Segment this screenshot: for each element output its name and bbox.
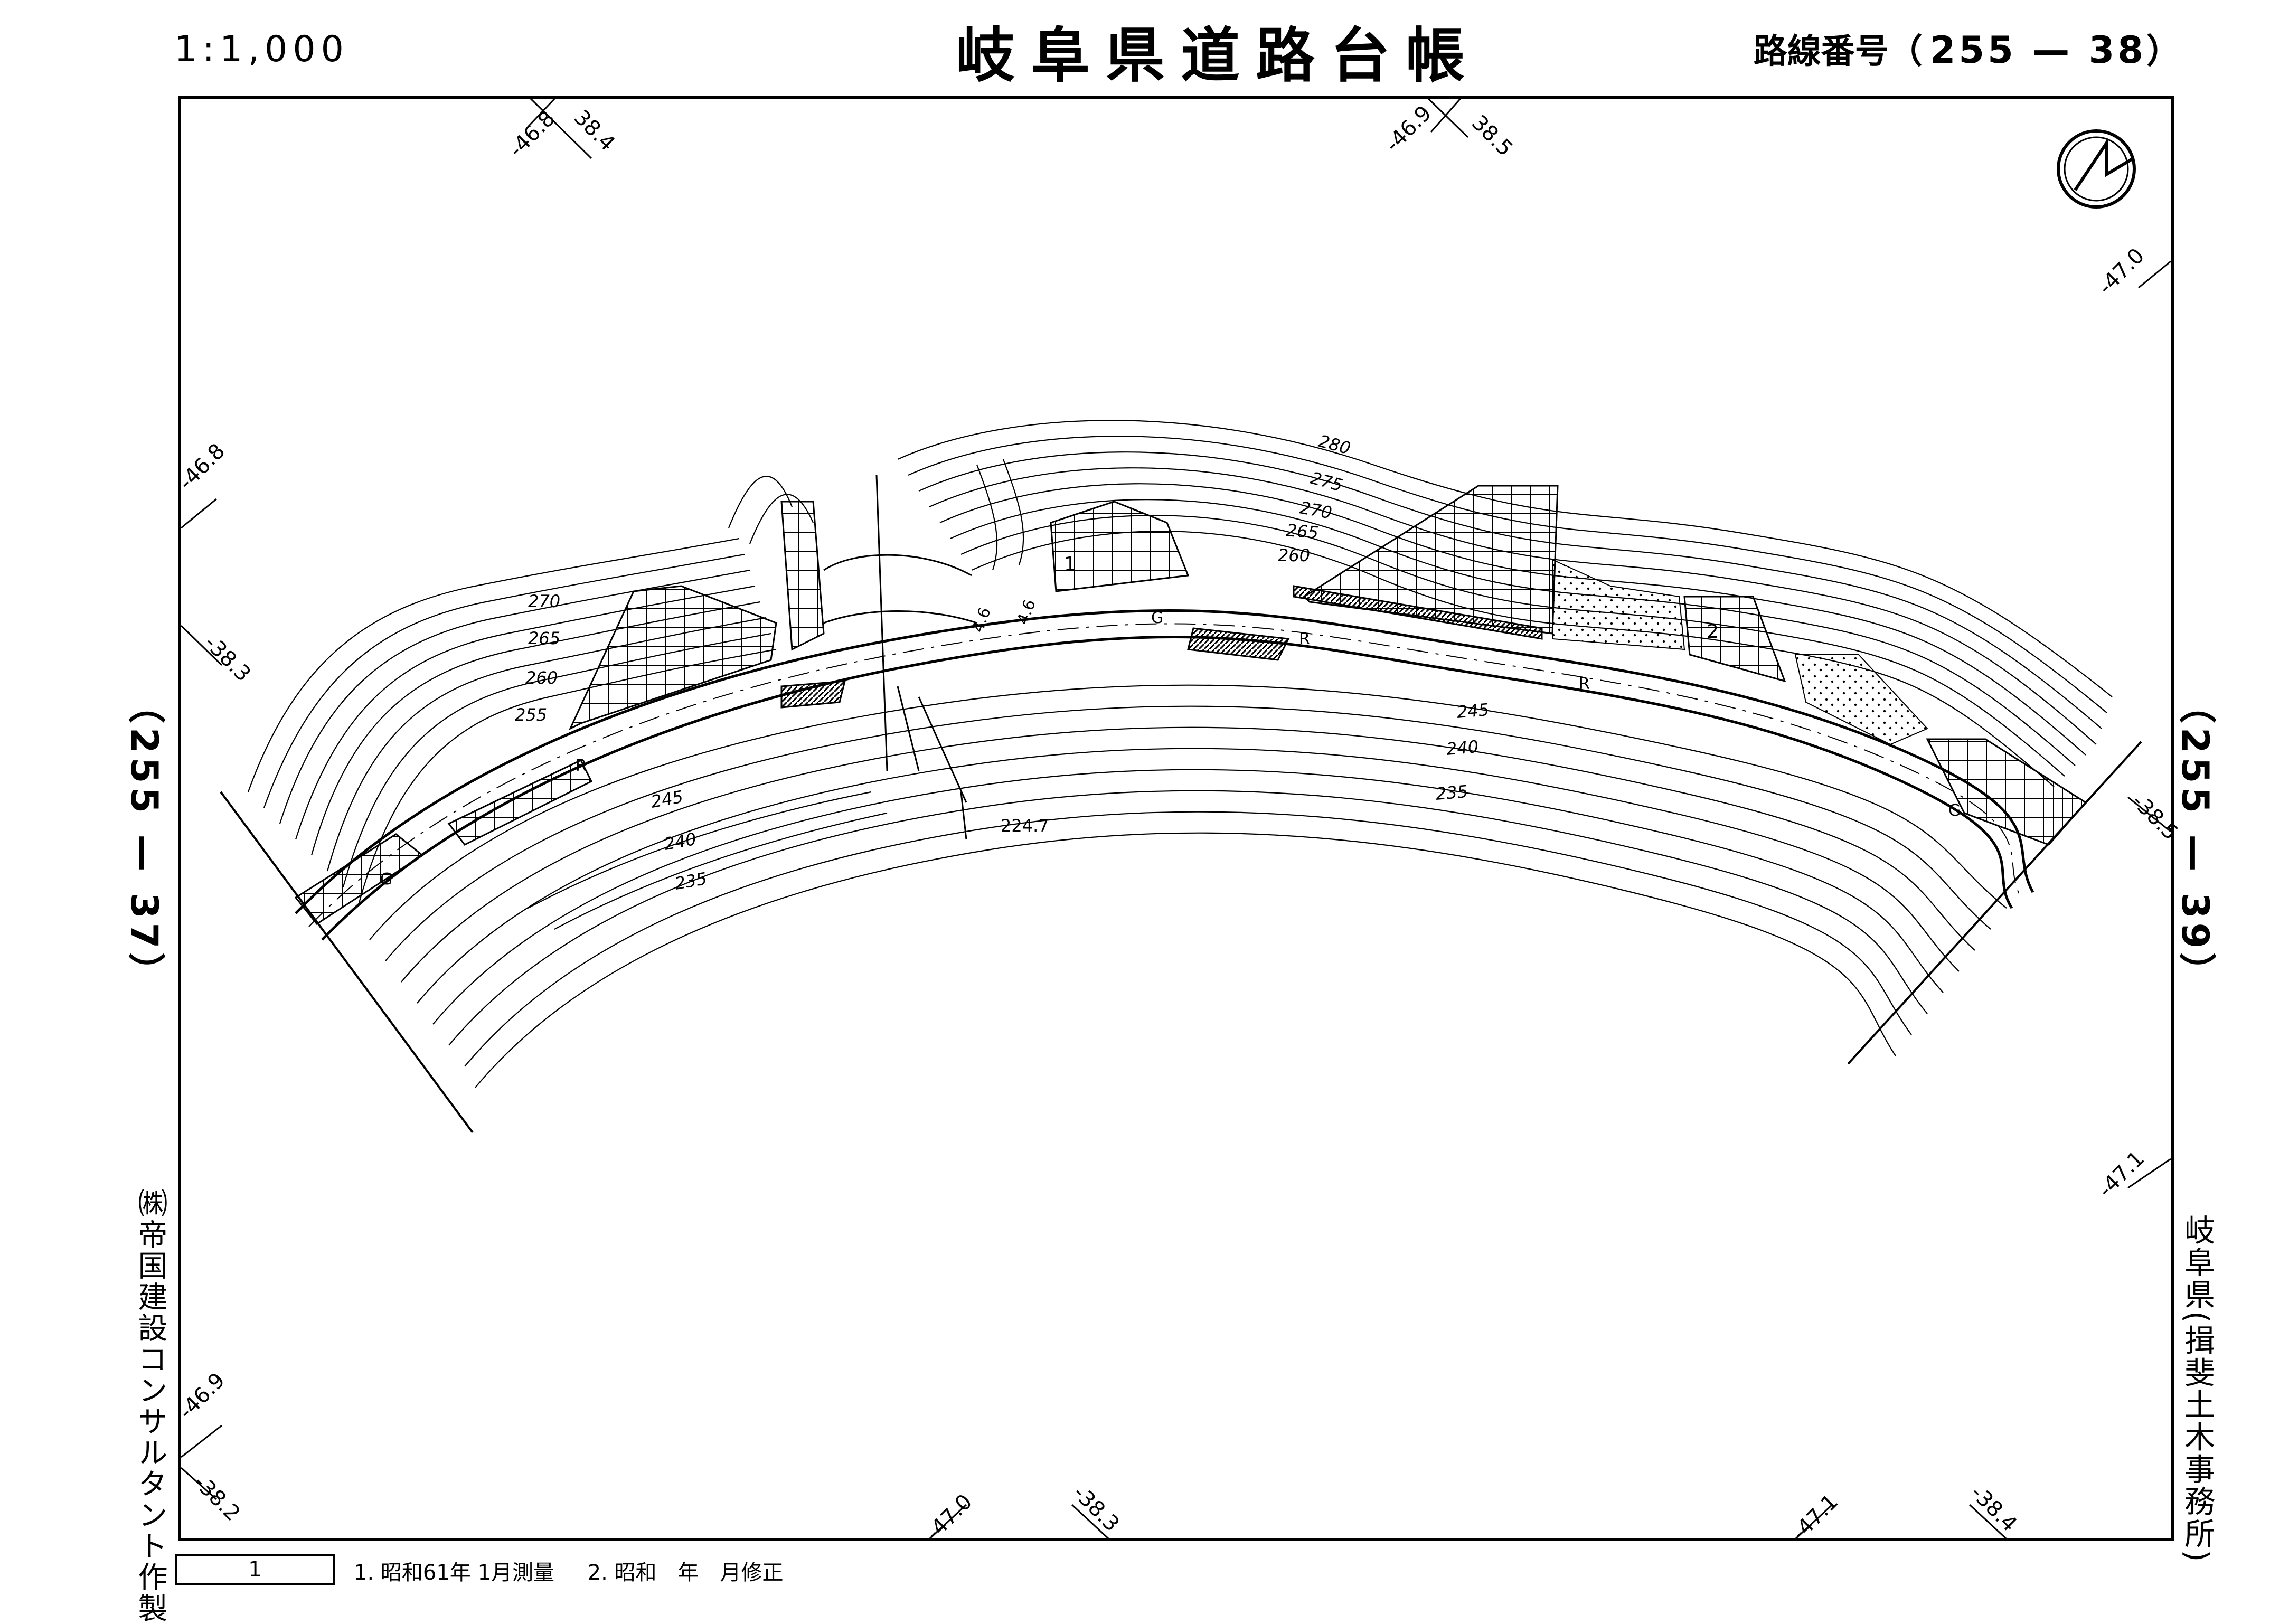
grid-label: -47.0 bbox=[921, 1489, 977, 1545]
office-name: 岐阜県(揖斐土木事務所) bbox=[2179, 1214, 2215, 1564]
page-title: 岐阜県道路台帳 bbox=[956, 22, 1481, 90]
contour-label: 245 bbox=[1456, 700, 1490, 722]
survey-date: 1. 昭和61年 1月測量 bbox=[354, 1561, 554, 1585]
road-right-mark: R bbox=[1579, 675, 1590, 693]
contour-label: 245 bbox=[649, 787, 685, 812]
contour-label: 255 bbox=[515, 705, 547, 725]
grid-lines bbox=[180, 95, 2171, 1540]
contour-label: 260 bbox=[525, 668, 558, 688]
sheet-boundary bbox=[220, 741, 2142, 1134]
road-center-mark: G bbox=[1151, 609, 1163, 627]
bridge bbox=[823, 475, 977, 840]
contour-label: 270 bbox=[1298, 497, 1334, 523]
adjacent-sheet-left: （255 — 37） bbox=[123, 686, 166, 994]
grid-label: 38.5 bbox=[1467, 111, 1518, 162]
grid-label: -38.2 bbox=[189, 1470, 245, 1526]
road-width-mark: 4.6 bbox=[969, 605, 995, 635]
grid-label: 38.4 bbox=[569, 106, 620, 156]
contour-labels: 280 275 270 265 260 270 265 260 255 245 … bbox=[515, 431, 1490, 894]
contour-label: 270 bbox=[528, 591, 560, 611]
maker-credit: ㈱帝国建設コンサルタント作製 bbox=[133, 1188, 167, 1624]
map-frame bbox=[178, 96, 2174, 1541]
contour-label: 240 bbox=[1445, 737, 1479, 759]
grid-label: -47.0 bbox=[2094, 243, 2150, 299]
structures bbox=[294, 485, 2087, 925]
route-number-label: 路線番号（255 — 38） bbox=[1754, 32, 2180, 69]
spot-height: 224.7 bbox=[1001, 816, 1049, 836]
revision-date: 2. 昭和 年 月修正 bbox=[587, 1561, 784, 1585]
grid-label: -46.9 bbox=[174, 1368, 230, 1424]
contour-label: 235 bbox=[673, 868, 709, 894]
map-scale: 1:1,000 bbox=[174, 29, 349, 70]
contour-label: 265 bbox=[1285, 520, 1319, 543]
structure-number: 1 bbox=[1064, 553, 1076, 575]
fill-areas bbox=[1552, 559, 1928, 745]
revision-history: 1. 昭和61年 1月測量 2. 昭和 年 月修正 bbox=[354, 1555, 810, 1586]
road-right-mark: R bbox=[576, 757, 587, 775]
contour-label: 240 bbox=[663, 829, 698, 854]
contour-label: 280 bbox=[1316, 431, 1353, 459]
grid-label: -47.1 bbox=[1787, 1489, 1843, 1545]
grid-label: -46.9 bbox=[1381, 101, 1437, 157]
grid-label: -46.8 bbox=[504, 106, 560, 162]
contour-label: 235 bbox=[1435, 781, 1468, 804]
road-right-mark: R bbox=[1299, 630, 1310, 648]
road-width-mark: 4.6 bbox=[1014, 597, 1040, 627]
grid-label: -46.8 bbox=[174, 439, 230, 495]
contour-label: 275 bbox=[1308, 468, 1345, 496]
contours-lower bbox=[369, 684, 2007, 1088]
route-number: 255 — 38 bbox=[1929, 29, 2146, 72]
structure-number: 2 bbox=[1707, 621, 1719, 643]
route-label: 路線番号（ bbox=[1753, 32, 1923, 71]
contour-label: 265 bbox=[528, 628, 560, 648]
route-close: ） bbox=[2146, 32, 2180, 71]
grid-label: -47.1 bbox=[2094, 1146, 2150, 1202]
road-center-mark: G bbox=[1948, 801, 1961, 820]
grid-label: -38.3 bbox=[200, 631, 256, 687]
contour-label: 260 bbox=[1278, 545, 1310, 565]
road-center-mark: G bbox=[380, 870, 392, 889]
north-arrow-icon bbox=[2057, 129, 2136, 209]
sheet-number-box: 1 bbox=[175, 1554, 335, 1585]
adjacent-sheet-right: （255 — 39） bbox=[2173, 686, 2217, 994]
structure-numbers: 1 2 bbox=[1064, 553, 1719, 643]
